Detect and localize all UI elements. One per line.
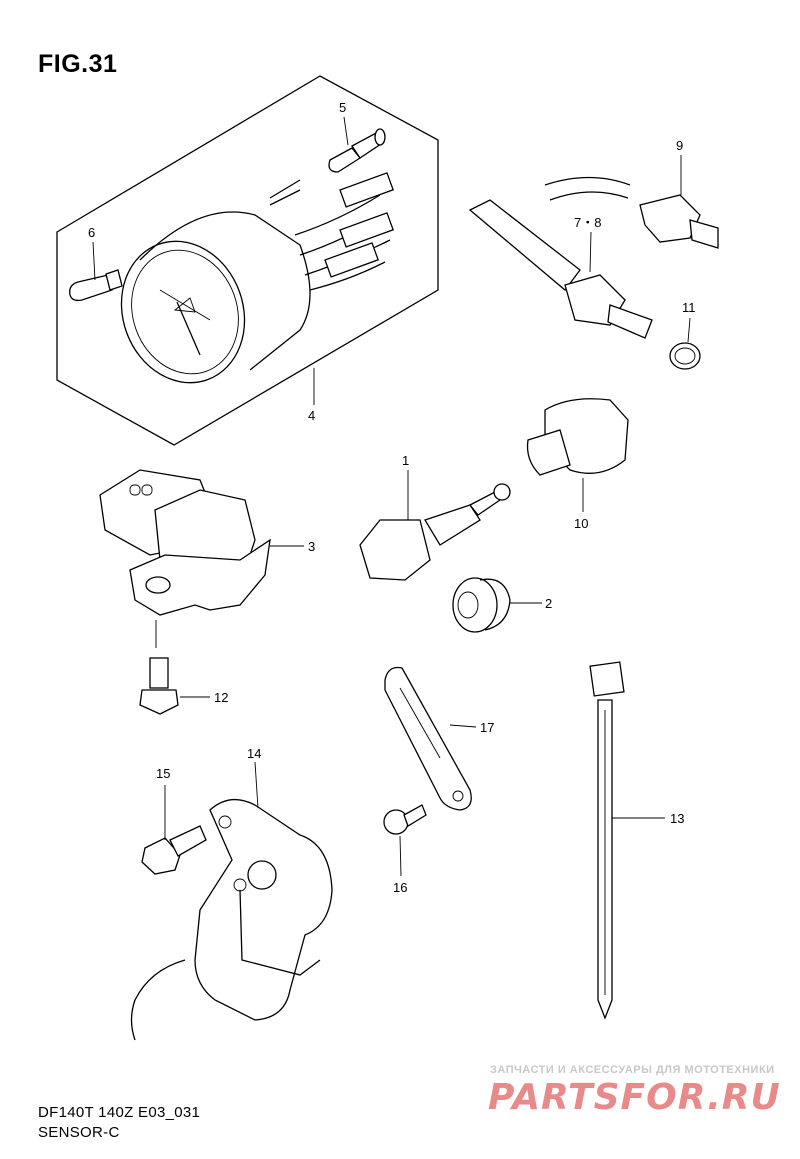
watermark-tagline: ЗАПЧАСТИ И АКСЕССУАРЫ ДЛЯ МОТОТЕХНИКИ bbox=[490, 1064, 775, 1076]
part-14-throttle-sensor bbox=[130, 761, 333, 1041]
callout-1: 1 bbox=[402, 453, 409, 468]
callout-16: 16 bbox=[393, 880, 407, 895]
callout-3: 3 bbox=[308, 539, 315, 554]
part-1-connector-sensor bbox=[359, 470, 511, 581]
footer-model: DF140T 140Z E03_031 bbox=[38, 1104, 201, 1121]
callout-9: 9 bbox=[676, 138, 683, 153]
part-16-screw bbox=[383, 804, 427, 877]
part-15-bolt bbox=[141, 785, 207, 875]
part-4-gauge bbox=[56, 75, 439, 446]
callout-5: 5 bbox=[339, 100, 346, 115]
callout-15: 15 bbox=[156, 766, 170, 781]
part-17-bracket bbox=[384, 666, 477, 811]
watermark-logo: PARTSFOR.RU bbox=[488, 1077, 781, 1118]
callout-17: 17 bbox=[480, 720, 494, 735]
part-11-o-ring bbox=[669, 317, 701, 370]
part-5-connector-pin bbox=[328, 116, 386, 173]
part-9-temperature-switch bbox=[544, 155, 719, 249]
part-7-8-oil-pressure-switch bbox=[468, 199, 653, 339]
callout-4: 4 bbox=[308, 408, 315, 423]
part-6-bulb bbox=[69, 241, 123, 302]
footer-section: SENSOR-C bbox=[38, 1124, 120, 1141]
part-3-map-sensor bbox=[99, 469, 304, 648]
callout-2: 2 bbox=[545, 596, 552, 611]
callout-11: 11 bbox=[682, 300, 696, 315]
part-12-bolt bbox=[139, 657, 210, 715]
part-2-grommet bbox=[452, 577, 542, 633]
part-13-cable-tie bbox=[589, 661, 665, 1020]
part-10-knock-sensor bbox=[526, 398, 629, 512]
callout-12: 12 bbox=[214, 690, 228, 705]
callout-6: 6 bbox=[88, 225, 95, 240]
callout-13: 13 bbox=[670, 811, 684, 826]
callout-7-8: 7・8 bbox=[574, 215, 601, 230]
callout-10: 10 bbox=[574, 516, 588, 531]
callout-14: 14 bbox=[247, 746, 261, 761]
figure-title: FIG.31 bbox=[38, 50, 118, 78]
